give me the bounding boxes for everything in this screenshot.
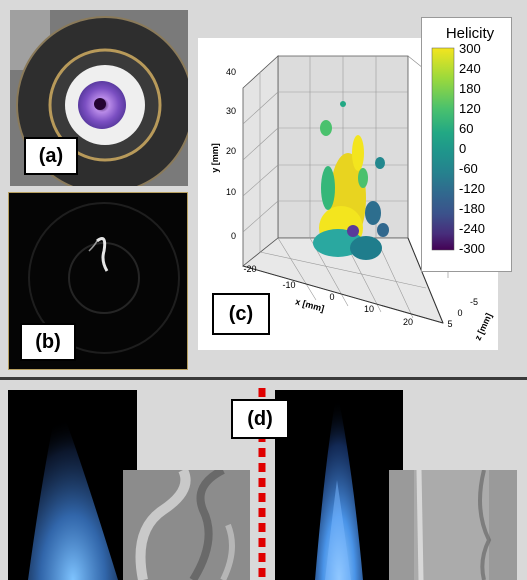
x-tick: -10	[282, 280, 295, 290]
colorbar-tick: 120	[459, 101, 481, 116]
x-tick: 20	[403, 317, 413, 327]
y-tick: 20	[226, 146, 236, 156]
panel-d-label: (d)	[231, 399, 289, 439]
z-tick: -5	[470, 297, 478, 307]
colorbar-tick: -300	[459, 241, 485, 256]
flame-photo-right	[275, 390, 403, 580]
colorbar-tick: 300	[459, 41, 481, 56]
panel-c-label: (c)	[212, 293, 270, 335]
x-tick: 10	[364, 304, 374, 314]
schlieren-photo-left	[123, 470, 250, 580]
panel-a-label: (a)	[24, 137, 78, 175]
colorbar-tick: 0	[459, 141, 466, 156]
colorbar-tick: 240	[459, 61, 481, 76]
flame-photo-left	[8, 390, 137, 580]
y-tick: 0	[231, 231, 236, 241]
helicity-colorbar: Helicity 300 240 180 120 60 0 -60 -120 -…	[421, 17, 512, 272]
colorbar-tick: 180	[459, 81, 481, 96]
z-axis-label: z [mm]	[473, 311, 494, 342]
x-tick: -20	[243, 264, 256, 274]
colorbar-tick: -120	[459, 181, 485, 196]
y-tick: 10	[226, 187, 236, 197]
colorbar-tick: -180	[459, 201, 485, 216]
x-tick: 0	[329, 292, 334, 302]
y-tick: 40	[226, 67, 236, 77]
x-axis-label: x [mm]	[294, 296, 325, 313]
colorbar-tick: 60	[459, 121, 473, 136]
colorbar-tick: -240	[459, 221, 485, 236]
panel-b-label: (b)	[20, 323, 76, 361]
section-divider	[0, 377, 527, 380]
z-tick: 5	[447, 319, 452, 329]
y-tick: 30	[226, 106, 236, 116]
schlieren-photo-right	[389, 470, 517, 580]
colorbar-title: Helicity	[446, 25, 495, 42]
y-axis-label: y [mm]	[210, 143, 220, 173]
z-tick: 0	[457, 308, 462, 318]
colorbar-tick: -60	[459, 161, 478, 176]
